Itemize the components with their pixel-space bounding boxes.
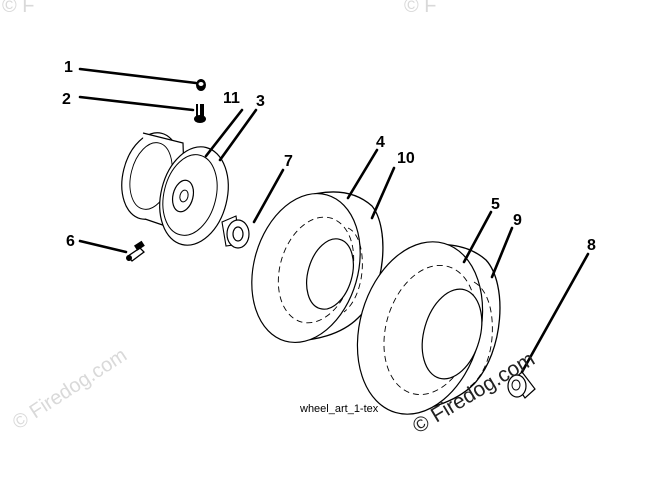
callout-1: 1 [64, 59, 73, 76]
part-valve-stem [194, 104, 206, 123]
callout-9: 9 [513, 212, 522, 229]
diagram-caption: wheel_art_1-tex [299, 403, 379, 415]
part-grease-fitting [126, 240, 145, 262]
part-bushing [221, 215, 250, 249]
callout-8: 8 [587, 237, 596, 254]
part-valve-cap [196, 79, 206, 91]
watermark-top-left: © F [2, 0, 35, 17]
part-tire-5 [356, 241, 501, 415]
callout-3: 3 [256, 93, 265, 110]
part-wheel-rim [121, 132, 229, 246]
callout-10: 10 [397, 150, 415, 167]
callout-11: 11 [223, 90, 240, 107]
part-tire-4 [251, 191, 384, 344]
leader-lines [78, 67, 590, 374]
callout-5: 5 [491, 196, 500, 213]
callout-4: 4 [376, 134, 385, 151]
watermark-top-right: © F [404, 0, 437, 17]
part-center-cap [507, 371, 536, 399]
callout-2: 2 [62, 91, 71, 108]
callout-7: 7 [284, 153, 293, 170]
callout-6: 6 [66, 233, 75, 250]
watermark-left: © Firedog.com [9, 344, 131, 434]
